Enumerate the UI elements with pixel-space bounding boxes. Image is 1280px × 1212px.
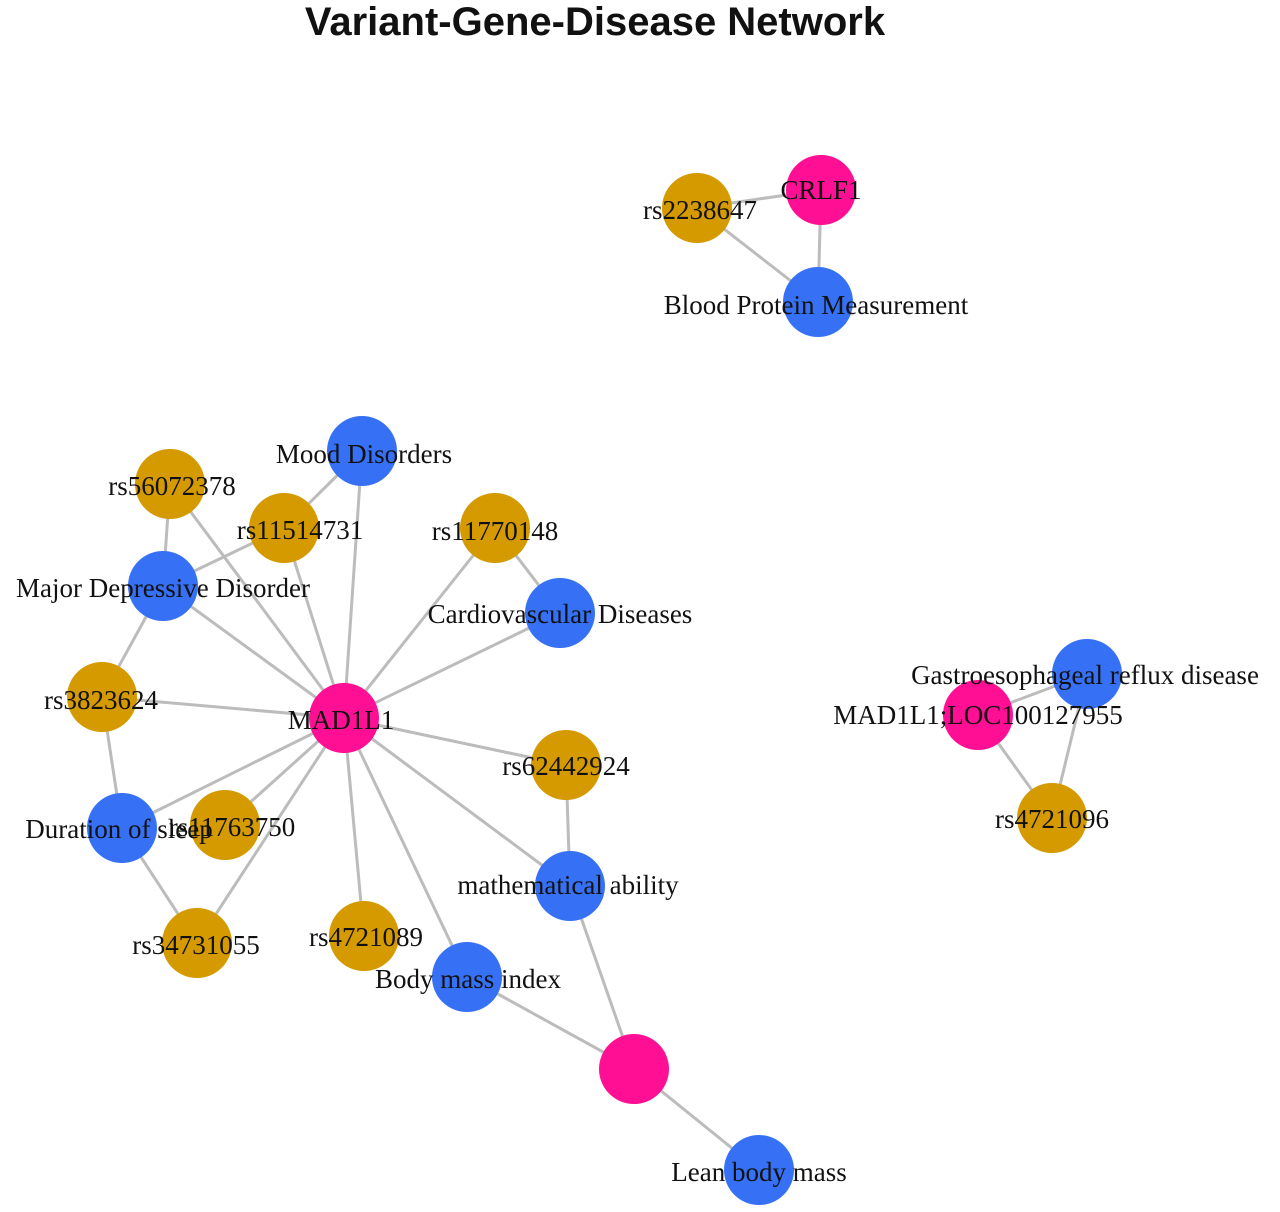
node-disease-blood-protein[interactable] [783,267,853,337]
node-disease-sleep[interactable] [87,793,157,863]
node-variant-rs4721096[interactable] [1017,783,1087,853]
edge-MAD1L1-mood [342,450,364,719]
node-label: Major Depressive Disorder [16,573,310,603]
node-label: rs34731055 [132,930,260,960]
node-label: Duration of sleep [25,814,212,844]
node-variant-rs56072378[interactable] [135,449,205,519]
diagram-title: Variant-Gene-Disease Network [304,0,886,44]
node-label: Blood Protein Measurement [664,290,969,320]
node-label: rs4721096 [995,804,1109,834]
node-variant-rs34731055[interactable] [162,908,232,978]
node-label: rs11763750 [169,812,296,842]
edge-MAD1L1-rs4721089 [342,717,366,937]
node-disease-lean[interactable] [724,1135,794,1205]
node-variant-rs62442924[interactable] [531,730,601,800]
node-disease-mood[interactable] [327,416,397,486]
node-gene-crlf1[interactable] [786,155,856,225]
node-label: MAD1L1;LOC100127955 [833,700,1123,730]
node-gene-mad1l1-loc[interactable] [943,680,1013,750]
edge-MAD1L1-mdd [162,584,345,720]
node-label: rs56072378 [108,471,236,501]
node-label: Body mass index [375,964,561,994]
node-disease-bmi[interactable] [432,942,502,1012]
node-variant-rs2238647[interactable] [662,173,732,243]
nodes-layer [67,155,1122,1205]
node-label: Gastroesophageal reflux disease [911,660,1259,690]
node-label: rs3823624 [44,685,158,715]
node-label: Mood Disorders [276,439,452,469]
node-label: CRLF1 [780,175,861,205]
node-label: mathematical ability [457,870,679,900]
node-disease-gerd[interactable] [1052,639,1122,709]
node-variant-rs11514731[interactable] [249,493,319,563]
node-label: rs11770148 [432,516,559,546]
edge-MAD1L1-math [343,716,571,888]
node-variant-rs11763750[interactable] [190,790,260,860]
node-label: Cardiovascular Diseases [428,599,693,629]
node-gene-mad1l1[interactable] [309,683,379,753]
edge-MAD1L1-rs56072378 [168,483,346,719]
node-disease-mdd[interactable] [128,551,198,621]
node-label: Lean body mass [671,1157,846,1187]
node-label: rs2238647 [643,195,757,225]
node-label: rs11514731 [237,515,364,545]
edge-MAD1L1-sleep [121,716,345,830]
edge-MAD1L1-rs34731055 [195,717,346,944]
node-variant-rs4721089[interactable] [329,901,399,971]
node-variant-rs11770148[interactable] [460,493,530,563]
node-gene-gene-unlabeled[interactable] [599,1034,669,1104]
node-label: rs4721089 [309,922,423,952]
edge-MAD1L1-rs11770148 [342,527,497,719]
edge-MAD1L1-rs3823624 [101,695,345,720]
edge-MAD1L1-cvd [343,611,561,720]
edge-MAD1L1-bmi [342,717,469,978]
node-disease-math[interactable] [535,851,605,921]
node-label: rs62442924 [502,751,630,781]
edge-MAD1L1-rs62442924 [343,716,567,767]
node-label: MAD1L1 [288,705,395,735]
node-disease-cvd[interactable] [525,578,595,648]
node-variant-rs3823624[interactable] [67,662,137,732]
